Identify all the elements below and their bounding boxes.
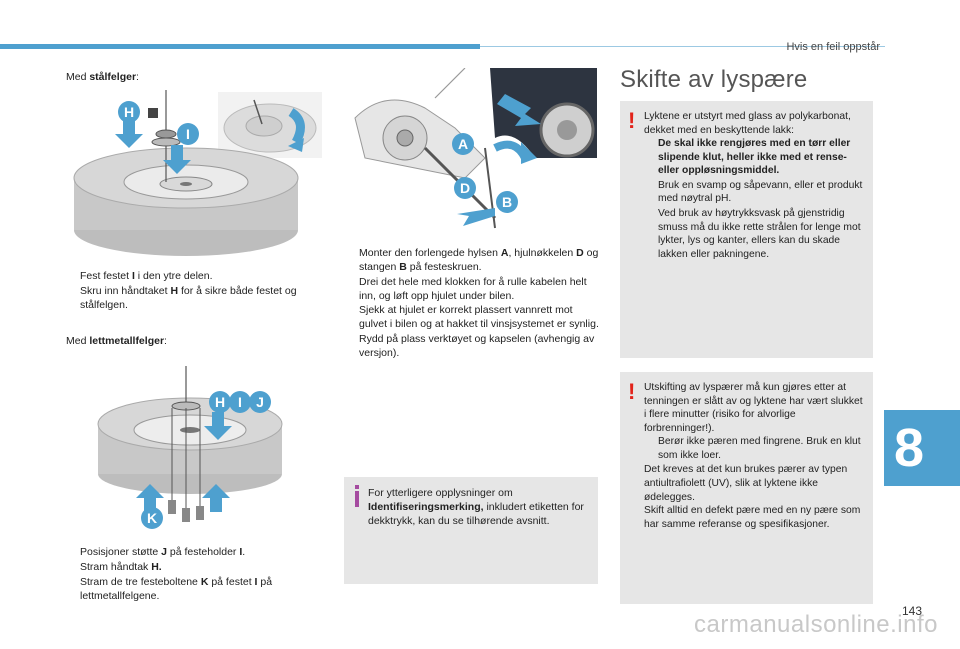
- alloy-step-3: Stram de tre festeboltene K på festet I …: [80, 575, 273, 602]
- chapter-tab: 8: [884, 410, 960, 486]
- warning-icon: !: [628, 108, 636, 133]
- steel-step-2: Skru inn håndtaket H for å sikre både fe…: [80, 284, 297, 311]
- warning-item: Bruk en svamp og såpevann, eller et prod…: [658, 179, 863, 205]
- warning-paragraph: Skift alltid en defekt pære med en ny pæ…: [644, 505, 861, 530]
- page-number: 143: [901, 604, 922, 618]
- winch-illustration: A D B: [345, 68, 597, 238]
- alloy-step-2: Stram håndtak H.: [80, 560, 162, 573]
- chapter-header-title: Hvis en feil oppstår: [786, 41, 880, 53]
- header-accent-bar: [0, 44, 480, 49]
- winch-steps: Monter den forlengede hylsen A, hjulnøkk…: [345, 247, 599, 362]
- header-rule: [480, 46, 885, 47]
- section-title: Skifte av lyspære: [620, 66, 808, 93]
- label-prefix: Med: [66, 71, 90, 83]
- fig-label-d: D: [460, 180, 470, 196]
- chapter-number: 8: [893, 418, 925, 478]
- label-suffix: :: [136, 71, 139, 83]
- steel-step-1: Fest festet I i den ytre delen.: [80, 270, 213, 282]
- fig-label-h: H: [215, 394, 225, 410]
- warning-box-lenses: ! Lyktene er utstyrt med glass av polyka…: [620, 101, 873, 358]
- steel-steps: Fest festet I i den ytre delen. Skru inn…: [66, 270, 318, 314]
- info-icon: [355, 485, 359, 507]
- warning-icon: !: [628, 379, 636, 404]
- alloy-step-1: Posisjoner støtte J på festeholder I.: [80, 546, 246, 558]
- fig-label-b: B: [502, 194, 512, 210]
- fig-label-j: J: [256, 394, 264, 410]
- info-text: For ytterligere opplysninger om Identifi…: [368, 487, 584, 527]
- winch-step-2: Drei det hele med klokken for å rulle ka…: [359, 275, 587, 302]
- fig-label-a: A: [458, 136, 468, 152]
- fig-label-h: H: [124, 104, 134, 120]
- warning-box-bulbs: ! Utskifting av lyspærer må kun gjøres e…: [620, 372, 873, 604]
- warning-paragraph: Det kreves at det kun brukes pærer av ty…: [644, 464, 848, 503]
- warning-text: Utskifting av lyspærer må kun gjøres ett…: [644, 381, 865, 531]
- watermark: carmanualsonline.info: [694, 611, 938, 639]
- winch-step-3: Sjekk at hjulet er korrekt plassert vann…: [359, 304, 599, 331]
- steel-rim-label: Med stålfelger:: [66, 71, 139, 85]
- warning-item: De skal ikke rengjøres med en tørr eller…: [658, 138, 851, 177]
- fig-label-i: I: [238, 394, 242, 410]
- label-bold: stålfelger: [89, 71, 137, 83]
- label-bold: lettmetallfelger: [89, 335, 165, 347]
- winch-step-1: Monter den forlengede hylsen A, hjulnøkk…: [359, 247, 599, 273]
- label-suffix: :: [164, 335, 167, 347]
- winch-step-4: Rydd på plass verktøyet og kapselen (avh…: [359, 333, 595, 360]
- alloy-steps: Posisjoner støtte J på festeholder I. St…: [66, 546, 318, 604]
- warning-text: Lyktene er utstyrt med glass av polykarb…: [644, 110, 865, 262]
- fig-label-i: I: [186, 126, 190, 142]
- warning-item: Ved bruk av høytrykksvask på gjenstridig…: [658, 208, 861, 260]
- steel-rim-illustration: H I: [66, 90, 326, 256]
- fig-label-k: K: [147, 510, 157, 526]
- warning-intro: Utskifting av lyspærer må kun gjøres ett…: [644, 382, 863, 434]
- alloy-rim-illustration: H I J K: [90, 362, 290, 534]
- warning-item: Berør ikke pæren med fingrene. Bruk en k…: [658, 436, 861, 461]
- warning-intro: Lyktene er utstyrt med glass av polykarb…: [644, 111, 851, 136]
- alloy-rim-label: Med lettmetallfelger:: [66, 335, 167, 349]
- info-box: For ytterligere opplysninger om Identifi…: [344, 477, 598, 584]
- label-prefix: Med: [66, 335, 90, 347]
